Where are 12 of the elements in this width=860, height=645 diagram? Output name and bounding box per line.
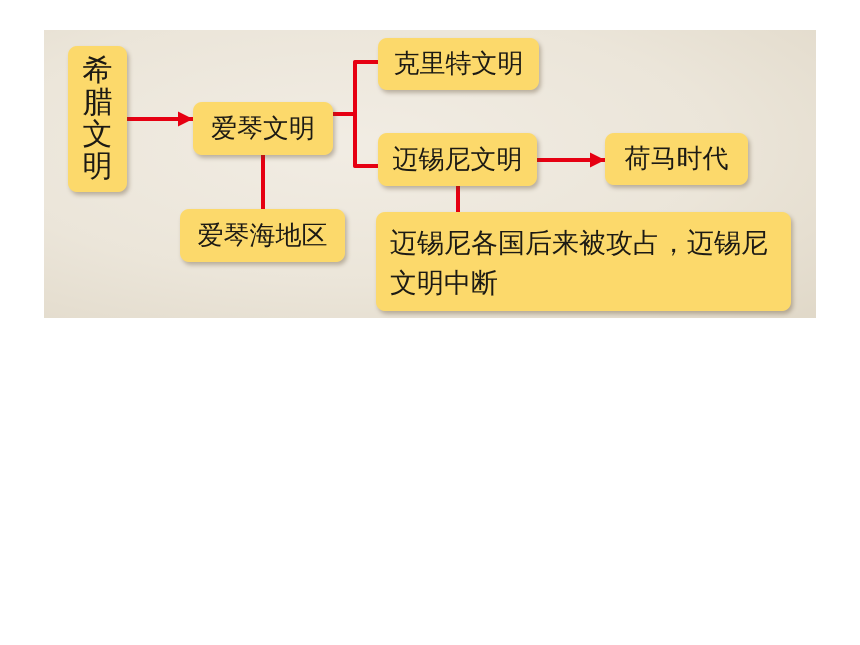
- concept-box: 克里特文明: [378, 38, 539, 90]
- arrow: [127, 112, 193, 126]
- concept-box: 爱琴海地区: [180, 209, 345, 262]
- concept-box: 迈锡尼文明: [378, 133, 537, 186]
- concept-box: 荷马时代: [605, 133, 748, 185]
- concept-box: 希腊文明: [68, 46, 127, 192]
- concept-box: 爱琴文明: [193, 102, 333, 155]
- arrow: [537, 152, 605, 168]
- connector-line: [456, 186, 460, 212]
- concept-box: 迈锡尼各国后来被攻占，迈锡尼文明中断: [376, 212, 791, 311]
- connector-line: [333, 112, 378, 168]
- connector-line: [261, 155, 265, 209]
